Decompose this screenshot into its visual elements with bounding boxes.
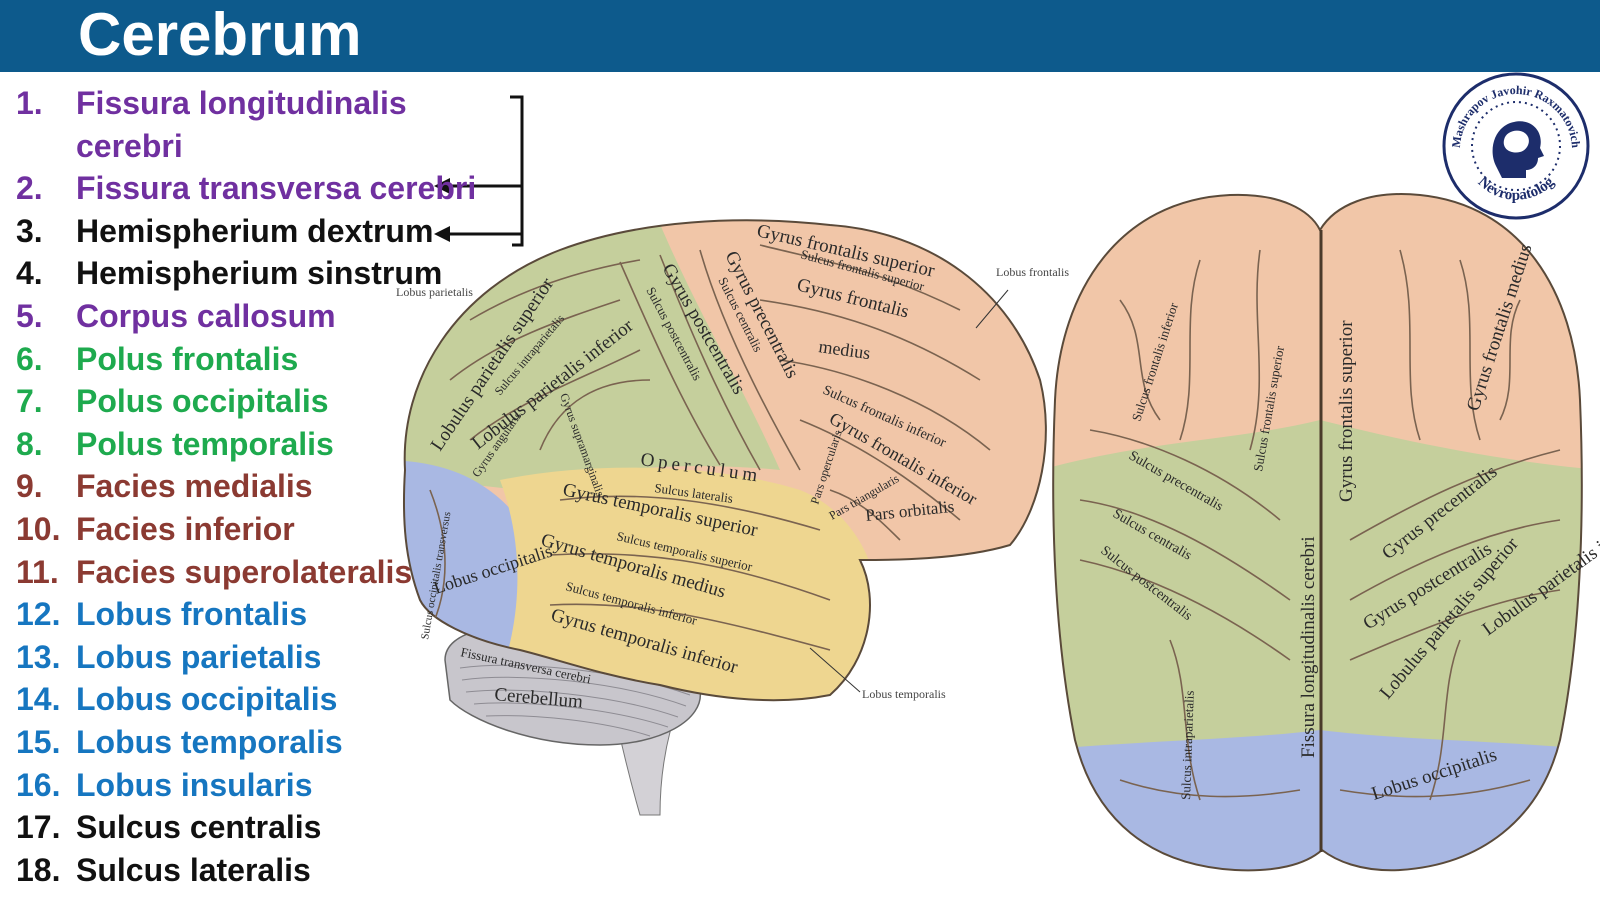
term-item-2: 2. Fissura transversa cerebri [16, 167, 476, 210]
term-number: 8. [16, 425, 43, 462]
term-number: 12. [16, 596, 61, 633]
term-number: 16. [16, 766, 61, 803]
term-number: 11. [16, 553, 59, 590]
term-item-11: 11. Facies superolateralis [16, 551, 476, 594]
term-text: Polus frontalis [76, 340, 299, 377]
term-item-4: 4. Hemispherium sinstrum [16, 252, 476, 295]
term-number: 18. [16, 851, 61, 888]
term-number: 5. [16, 297, 43, 334]
term-number: 7. [16, 383, 43, 420]
label-fissura-longitudinalis-cerebri: Fissura longitudinalis cerebri [1298, 536, 1319, 758]
label-gyrus-frontalis-superior-top: Gyrus frontalis superior [1336, 320, 1357, 502]
title-bar: Cerebrum [0, 0, 1600, 72]
term-item-13: 13. Lobus parietalis [16, 636, 476, 679]
lateral-gyri-texture [429, 244, 991, 651]
term-number: 3. [16, 212, 43, 249]
superior-brain-view: Fissura longitudinalis cerebri Gyrus fro… [1052, 193, 1600, 872]
term-text: Lobus parietalis [76, 638, 322, 675]
term-item-15: 15. Lobus temporalis [16, 721, 476, 764]
page-title: Cerebrum [78, 1, 362, 68]
term-item-18: 18. Sulcus lateralis [16, 849, 476, 892]
term-text: Sulcus lateralis [76, 851, 311, 888]
term-text: Fissura longitudinalis cerebri [76, 85, 407, 164]
term-text: Corpus callosum [76, 297, 336, 334]
term-item-5: 5. Corpus callosum [16, 295, 476, 338]
term-text: Fissura transversa cerebri [76, 170, 477, 207]
term-item-14: 14. Lobus occipitalis [16, 678, 476, 721]
term-text: Facies superolateralis [76, 553, 413, 590]
label-sulcus-intraparietalis-top: Sulcus intraparietalis [1178, 690, 1197, 800]
term-text: Lobus temporalis [76, 723, 343, 760]
author-stamp-logo: Mashrapov Javohir Raxmatovich Nevropatol… [1442, 72, 1590, 220]
term-number: 17. [16, 809, 61, 846]
label-lobus-frontalis: Lobus frontalis [996, 265, 1069, 279]
term-text: Polus occipitalis [76, 383, 329, 420]
term-item-12: 12. Lobus frontalis [16, 593, 476, 636]
head-brain-icon [1492, 121, 1544, 178]
term-number: 9. [16, 468, 43, 505]
term-text: Lobus insularis [76, 766, 313, 803]
term-item-8: 8. Polus temporalis [16, 423, 476, 466]
cerebellum-folia [459, 664, 691, 737]
term-number: 4. [16, 255, 43, 292]
term-item-6: 6. Polus frontalis [16, 338, 476, 381]
term-list: 1. Fissura longitudinalis cerebri 2. Fissu… [16, 82, 476, 891]
term-item-17: 17. Sulcus centralis [16, 806, 476, 849]
lateral-leader-lines [809, 289, 1009, 693]
term-text: Lobus frontalis [76, 596, 308, 633]
superior-gyri-texture [1079, 249, 1561, 801]
term-number: 10. [16, 510, 61, 547]
label-lobus-parietalis: Lobus parietalis [396, 285, 473, 299]
term-item-7: 7. Polus occipitalis [16, 380, 476, 423]
term-number: 1. [16, 85, 43, 121]
term-item-10: 10. Facies inferior [16, 508, 476, 551]
lateral-brain-view: Gyrus frontalis superior Sulcus frontali… [396, 219, 1069, 816]
term-text: Sulcus centralis [76, 809, 322, 846]
term-number: 13. [16, 638, 61, 675]
term-item-16: 16. Lobus insularis [16, 764, 476, 807]
term-number: 14. [16, 681, 61, 718]
term-item-9: 9. Facies medialis [16, 465, 476, 508]
term-item-1: 1. Fissura longitudinalis cerebri [16, 82, 476, 167]
term-text: Hemispherium sinstrum [76, 255, 443, 292]
term-text: Facies medialis [76, 468, 313, 505]
label-lobus-temporalis: Lobus temporalis [862, 687, 946, 701]
term-text: Polus temporalis [76, 425, 334, 462]
term-number: 6. [16, 340, 43, 377]
term-text: Facies inferior [76, 510, 295, 547]
term-number: 15. [16, 723, 61, 760]
term-text: Hemispherium dextrum [76, 212, 434, 249]
term-text: Lobus occipitalis [76, 681, 338, 718]
term-number: 2. [16, 170, 43, 207]
term-item-3: 3. Hemispherium dextrum [16, 210, 476, 253]
